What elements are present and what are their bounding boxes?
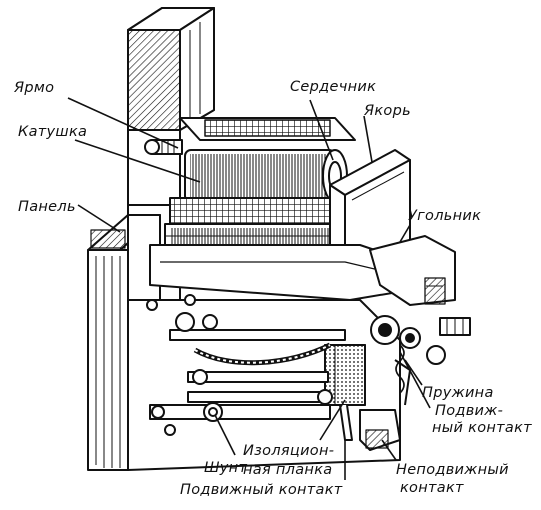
leader-yakor — [363, 115, 373, 163]
leader-katushka — [74, 139, 201, 183]
leader-lines — [67, 97, 431, 480]
yoke-plate — [127, 7, 215, 131]
label-ugolnik: Угольник — [408, 208, 482, 224]
label-nepodvizh-2: контакт — [400, 480, 464, 496]
label-panel: Панель — [18, 199, 76, 215]
label-podvizh-right-1: Подвиж- — [435, 403, 504, 419]
angle-bracket — [149, 235, 456, 306]
leader-panel — [77, 204, 121, 233]
panel-board — [87, 129, 401, 471]
movable-contact-rod — [169, 312, 353, 441]
leader-izol — [319, 399, 346, 441]
leader-ugolnik — [399, 224, 411, 243]
lower-rods — [149, 369, 333, 422]
label-nepodvizh-1: Неподвижный — [396, 462, 509, 478]
label-pruzhina: Пружина — [422, 385, 494, 401]
leader-nepodvizh — [381, 439, 397, 461]
label-yarmo: Ярмо — [14, 80, 55, 96]
label-shunt: Шунт — [204, 460, 248, 476]
shunt-wire — [193, 342, 332, 366]
label-izol-2: ная планка — [243, 462, 333, 478]
label-podvizh-right-2: ный контакт — [432, 420, 532, 436]
leader-podvizh-right — [399, 351, 431, 409]
leader-yarmo — [67, 97, 179, 149]
label-katushka: Катушка — [18, 124, 88, 140]
yoke-bolt — [144, 139, 183, 155]
spring-assembly — [370, 315, 471, 394]
label-podvizh-bottom: Подвижный контакт — [180, 482, 343, 498]
label-serdechnik: Сердечник — [290, 79, 377, 95]
leader-shunt — [214, 414, 236, 456]
magnet-top-grid — [179, 117, 356, 141]
label-yakor: Якорь — [364, 103, 411, 119]
leader-serdechnik — [309, 99, 334, 161]
panel-screws — [146, 294, 196, 436]
label-izol-1: Изоляцион- — [243, 443, 335, 459]
leader-pruzhina — [404, 359, 423, 386]
